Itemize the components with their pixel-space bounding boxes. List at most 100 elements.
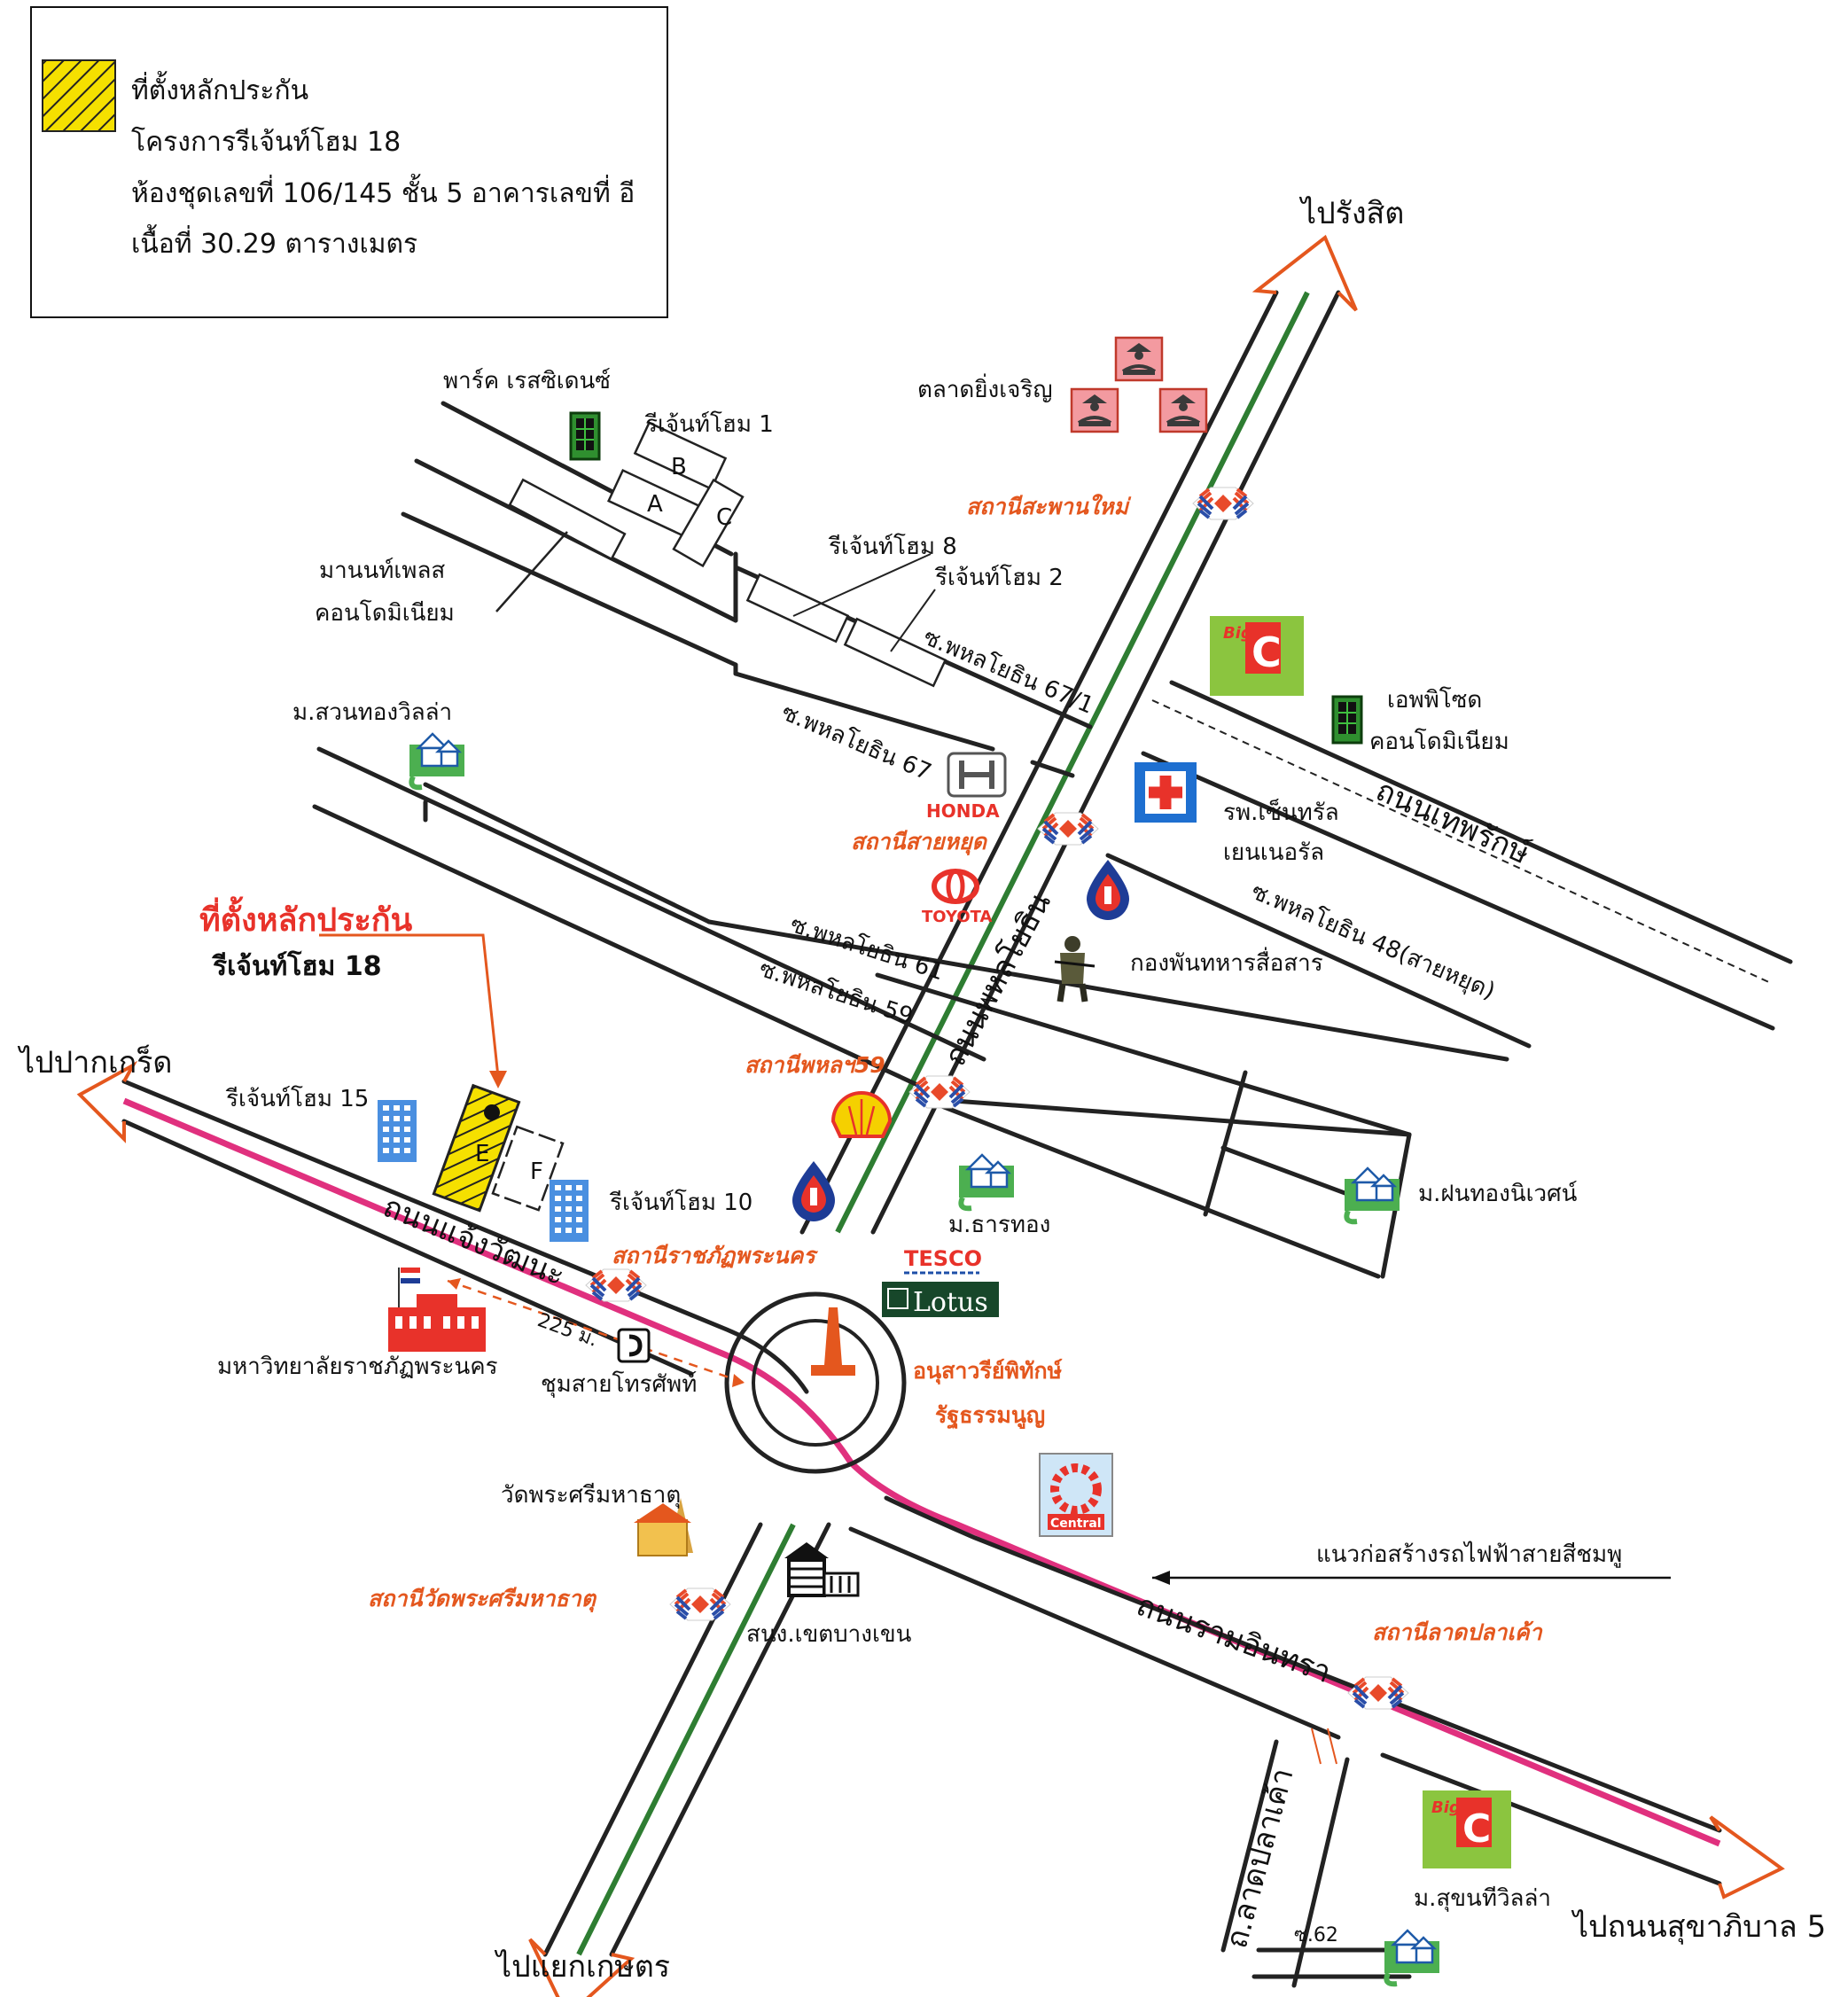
toyota-logo: TOYOTA [922, 869, 993, 926]
arrow-east [1709, 1815, 1785, 1899]
building-c: C [716, 504, 732, 531]
label-station-rajabhat: สถานีราชภัฏพระนคร [612, 1243, 818, 1268]
label-thepharak: ถนนเทพรักษ์ [1370, 773, 1534, 872]
tesco-lotus-logo: TESCO Lotus [882, 1246, 999, 1318]
arrow-west [76, 1060, 138, 1143]
ptt-icon-sai-yut [1087, 860, 1129, 920]
svg-text:Big: Big [1223, 624, 1252, 643]
house-icon-tharathong [959, 1155, 1014, 1208]
label-hospital-1: รพ.เซ็นทรัล [1223, 798, 1339, 826]
bigc-logo-south: Big C [1423, 1790, 1511, 1868]
svg-text:TOYOTA: TOYOTA [922, 908, 993, 926]
label-ap-1: เอพพิโซด [1387, 686, 1482, 714]
soldier-icon [1054, 936, 1096, 1002]
temple-icon [634, 1498, 693, 1556]
arrow-south [528, 1938, 635, 1997]
tower-icon-regent10 [550, 1180, 589, 1242]
legend-swatch-collateral [42, 59, 116, 132]
market-icon-3 [1158, 387, 1208, 433]
label-sukhon: ม.สุขนทีวิลล่า [1414, 1885, 1551, 1912]
shell-logo [830, 1091, 893, 1138]
phone-icon [617, 1328, 651, 1363]
legend-line1: ที่ตั้งหลักประกัน [131, 71, 308, 106]
lat-pla-khao-road [1220, 1728, 1412, 1988]
roundabout [724, 1291, 907, 1474]
bigc-logo-north: Big C [1210, 616, 1304, 696]
label-collateral-sub: รีเจ้นท์โฮม 18 [211, 949, 382, 982]
label-monument-1: อนุสาวรีย์พิทักษ์ [913, 1358, 1063, 1385]
regent8-building [745, 573, 850, 644]
regent1-buildings: B A C [606, 421, 745, 568]
building-b: B [671, 454, 687, 480]
legend: ที่ตั้งหลักประกัน โครงการรีเจ้นท์โฮม 18 … [30, 6, 668, 318]
label-park-residence: พาร์ค เรสซิเดนซ์ [443, 368, 611, 394]
label-ap-2: คอนโดมิเนียม [1369, 728, 1509, 755]
legend-line4: เนื้อที่ 30.29 ตารางเมตร [131, 224, 417, 260]
bts-icon-wat [668, 1587, 732, 1622]
label-manon-2: คอนโดมิเนียม [315, 599, 455, 627]
collateral-buildings: E F [432, 1083, 565, 1213]
svg-text:C: C [1251, 628, 1282, 676]
building-e: E [475, 1141, 489, 1167]
label-army: กองพันทหารสื่อสาร [1130, 947, 1323, 977]
label-regent15: รีเจ้นท์โฮม 15 [225, 1085, 369, 1112]
hospital-icon [1135, 762, 1197, 823]
collateral-pointer [319, 933, 500, 1078]
svg-text:C: C [1462, 1806, 1491, 1852]
bts-icon-saphan-mai [1191, 486, 1255, 521]
building-f: F [530, 1158, 543, 1185]
label-soi-67: ซ.พหลโยธิน 67 [777, 698, 935, 786]
svg-text:HONDA: HONDA [926, 800, 1000, 822]
label-suan-thong: ม.สวนทองวิลล่า [292, 699, 452, 726]
dest-west: ไปปากเกร็ด [17, 1044, 173, 1080]
label-station-lat-pla-khao: สถานีลาดปลาเค้า [1372, 1619, 1543, 1645]
ptt-icon-regent10 [792, 1161, 835, 1221]
dest-north: ไปรังสิต [1298, 196, 1404, 231]
label-soi-48: ซ.พหลโยธิน 48(สายหยุด) [1247, 878, 1499, 1005]
label-station-saphan-mai: สถานีสะพานใหม่ [966, 494, 1132, 519]
svg-text:Big: Big [1431, 1798, 1461, 1817]
market-icon-2 [1070, 387, 1119, 433]
label-lat-pla-khao-road: ถ.ลาดปลาเค้า [1219, 1765, 1301, 1953]
label-station-sai-yut: สถานีสายหยุด [851, 829, 988, 855]
monument-icon [811, 1307, 855, 1376]
label-regent10: รีเจ้นท์โฮม 10 [609, 1189, 752, 1216]
district-office-icon [784, 1542, 860, 1597]
thepharak-road [1141, 680, 1793, 1031]
label-station-phahon59: สถานีพหลฯ59 [745, 1052, 885, 1078]
label-fontong: ม.ฝนทองนิเวศน์ [1418, 1181, 1578, 1207]
label-monument-2: รัฐธรรมนูญ [935, 1402, 1045, 1430]
label-police: สนง.เขตบางเขน [746, 1621, 912, 1648]
honda-logo: HONDA [926, 752, 1007, 822]
svg-text:Central: Central [1050, 1517, 1102, 1531]
label-market: ตลาดยิ่งเจริญ [917, 373, 1052, 403]
arrow-north [1251, 234, 1358, 312]
legend-line3: ห้องชุดเลขที่ 106/145 ชั้น 5 อาคารเลขที่… [131, 174, 635, 210]
dest-south: ไปแยกเกษตร [494, 1949, 670, 1985]
label-phone-exchange: ชุมสายโทรศัพท์ [541, 1370, 697, 1398]
building-a: A [647, 491, 663, 518]
svg-text:Lotus: Lotus [913, 1287, 988, 1318]
label-hospital-2: เยนเนอรัล [1223, 839, 1324, 866]
market-icon-1 [1114, 336, 1164, 382]
condo-icon-park [569, 411, 601, 461]
label-regent2: รีเจ้นท์โฮม 2 [934, 564, 1064, 591]
dest-east: ไปถนนสุขาภิบาล 5 [1571, 1909, 1826, 1945]
university-icon [388, 1268, 486, 1352]
central-logo: Central [1039, 1453, 1113, 1537]
label-soi-62: ซ.62 [1294, 1924, 1338, 1946]
label-soi-67-1: ซ.พหลโยธิน 67/1 [919, 623, 1097, 720]
label-station-wat: สถานีวัดพระศรีมหาธาตุ [368, 1586, 597, 1612]
manon-place-building [508, 478, 627, 561]
label-distance: 225 ม. [534, 1309, 601, 1352]
sois-central [312, 746, 1509, 1102]
label-pink-line: แนวก่อสร้างรถไฟฟ้าสายสีชมพู [1316, 1541, 1622, 1568]
label-ramintra: ถนนรามอินทรา [1132, 1587, 1336, 1690]
label-tharathong: ม.ธารทอง [948, 1212, 1050, 1238]
label-university: มหาวิทยาลัยราชภัฏพระนคร [217, 1353, 498, 1380]
legend-line2: โครงการรีเจ้นท์โฮม 18 [131, 126, 401, 158]
label-regent8: รีเจ้นท์โฮม 8 [828, 533, 957, 560]
house-icon-fontong [1345, 1168, 1400, 1221]
regent2-building [843, 617, 947, 688]
